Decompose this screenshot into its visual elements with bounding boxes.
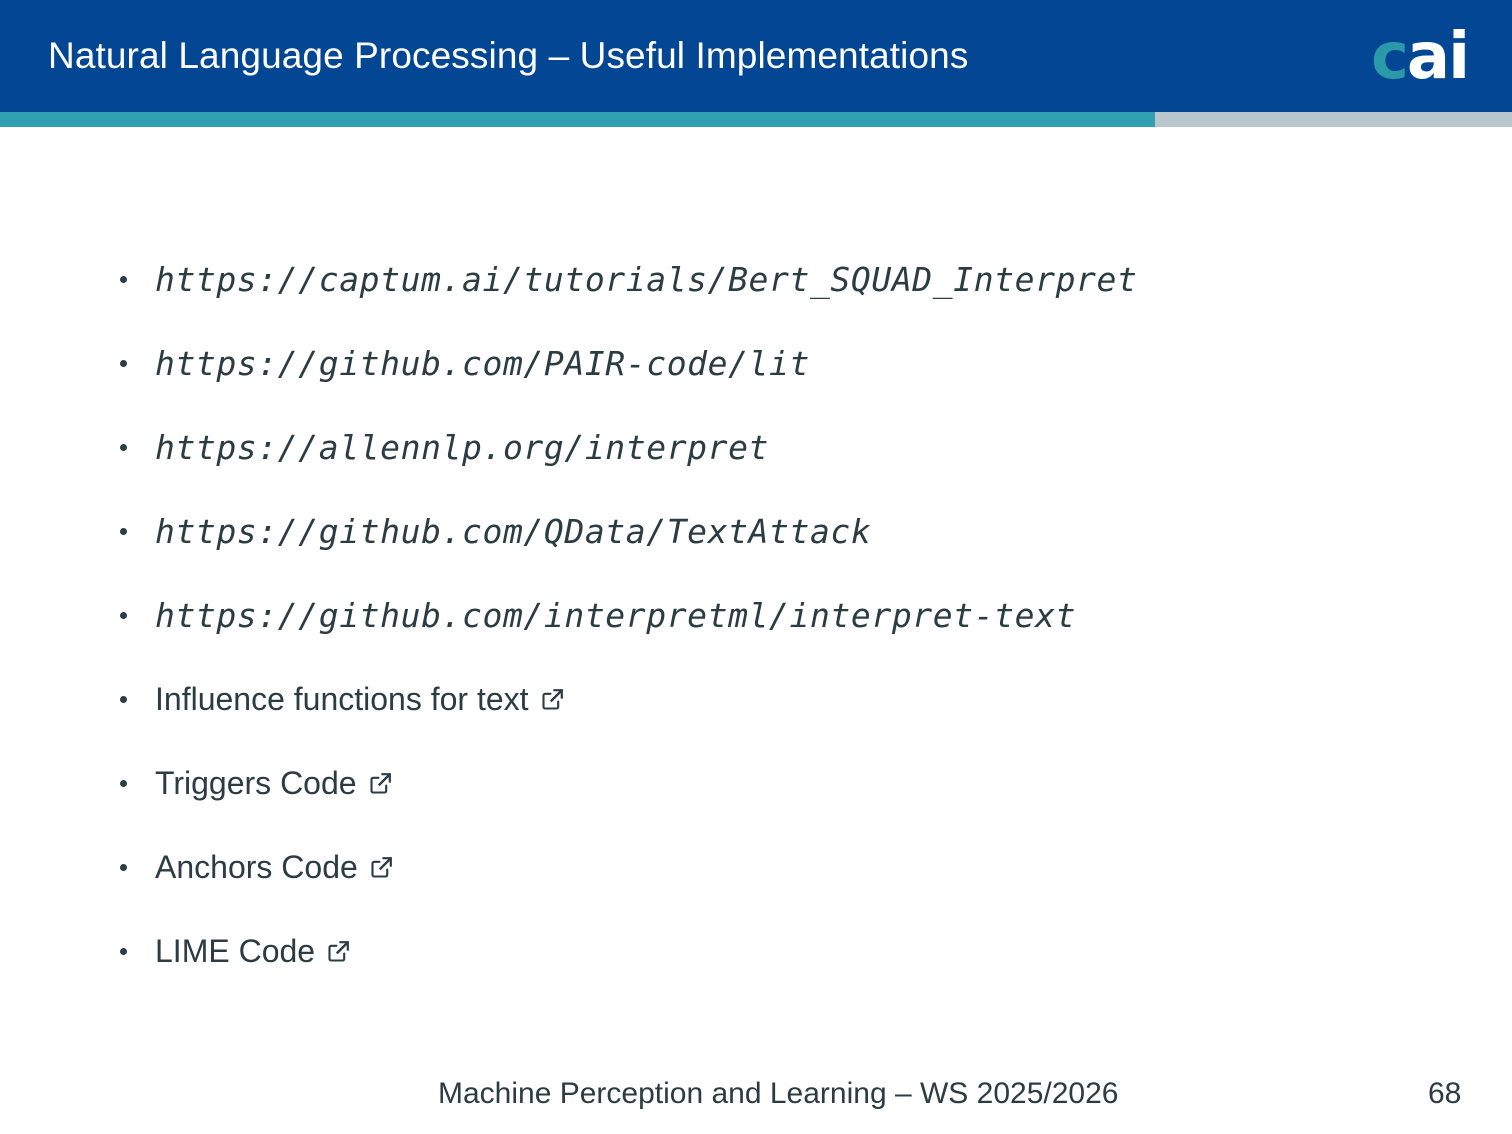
list-item-label: LIME Code (155, 932, 316, 969)
list-item-label: https://github.com/QData/TextAttack (155, 511, 872, 551)
list-item-label: Influence functions for text (155, 680, 529, 717)
list-item[interactable]: Influence functions for text (112, 657, 1432, 741)
list-item-label: Anchors Code (155, 848, 358, 885)
logo-letters-ai: ai (1406, 20, 1470, 94)
list-item[interactable]: Triggers Code (112, 741, 1432, 825)
list-item[interactable]: https://github.com/PAIR-code/lit (112, 321, 1432, 405)
external-link-icon[interactable] (327, 939, 351, 963)
bullet-dot-icon (120, 612, 127, 619)
bullet-dot-icon (120, 780, 127, 787)
bullet-dot-icon (120, 696, 127, 703)
accent-bar-gray (0, 112, 1512, 127)
footer-page-number: 68 (1428, 1077, 1462, 1110)
list-item[interactable]: https://github.com/QData/TextAttack (112, 489, 1432, 573)
bullet-dot-icon (120, 360, 127, 367)
bullet-dot-icon (120, 948, 127, 955)
accent-bar-teal (0, 112, 1155, 127)
logo-letter-c: c (1370, 20, 1409, 94)
list-item-label: https://github.com/PAIR-code/lit (155, 343, 810, 383)
page-title: Natural Language Processing – Useful Imp… (48, 35, 969, 76)
bullet-list: https://captum.ai/tutorials/Bert_SQUAD_I… (112, 237, 1432, 993)
bullet-dot-icon (120, 528, 127, 535)
bullet-dot-icon (120, 864, 127, 871)
list-item-label: https://captum.ai/tutorials/Bert_SQUAD_I… (155, 259, 1138, 299)
slide-content: https://captum.ai/tutorials/Bert_SQUAD_I… (0, 127, 1512, 1027)
external-link-icon[interactable] (369, 771, 393, 795)
list-item[interactable]: https://allennlp.org/interpret (112, 405, 1432, 489)
slide-footer: Machine Perception and Learning – WS 202… (0, 1066, 1512, 1122)
bullet-dot-icon (120, 276, 127, 283)
bullet-dot-icon (120, 444, 127, 451)
slide-header: Natural Language Processing – Useful Imp… (0, 0, 1512, 112)
list-item[interactable]: Anchors Code (112, 825, 1432, 909)
external-link-icon[interactable] (370, 855, 394, 879)
footer-course-label: Machine Perception and Learning – WS 202… (438, 1077, 1119, 1110)
external-link-icon[interactable] (541, 687, 565, 711)
list-item[interactable]: https://captum.ai/tutorials/Bert_SQUAD_I… (112, 237, 1432, 321)
list-item[interactable]: LIME Code (112, 909, 1432, 993)
list-item-label: Triggers Code (155, 764, 357, 801)
list-item-label: https://allennlp.org/interpret (155, 427, 770, 467)
list-item-label: https://github.com/interpretml/interpret… (155, 595, 1077, 635)
list-item[interactable]: https://github.com/interpretml/interpret… (112, 573, 1432, 657)
